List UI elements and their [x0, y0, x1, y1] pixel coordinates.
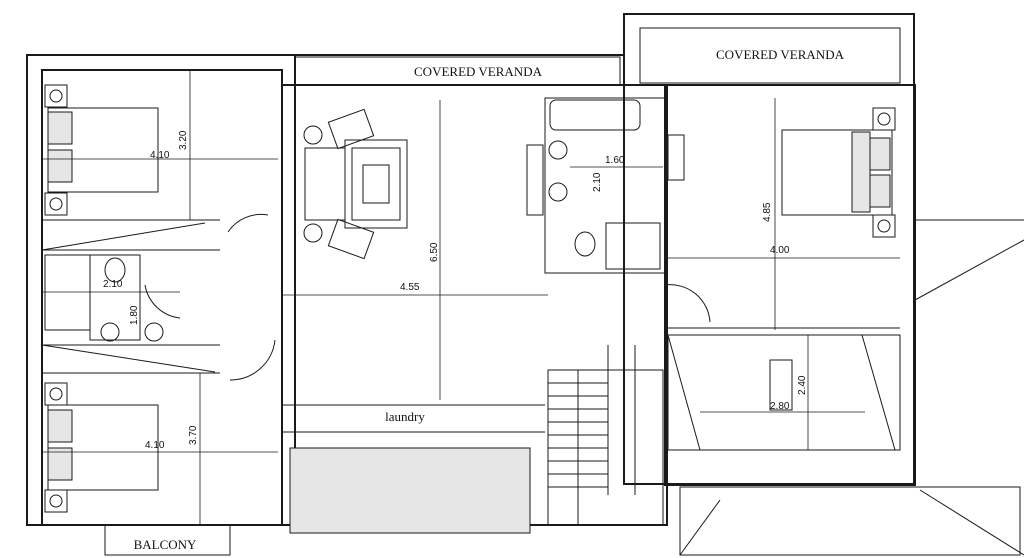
- covered-veranda-left-label: COVERED VERANDA: [414, 64, 543, 79]
- dim-bedroom-bottom-left-width: 4.10: [145, 440, 165, 451]
- dim-bedroom-top-left-depth: 3.20: [178, 130, 189, 150]
- balcony: BALCONY: [104, 524, 231, 556]
- bedroom-right: 4.85 4.00: [664, 98, 900, 330]
- room-lower-right: 2.80 2.40: [667, 334, 901, 451]
- dim-room-lower-right-depth: 2.40: [797, 375, 808, 395]
- living-room: 6.50 4.55 laundry: [282, 100, 548, 433]
- staircase: [547, 345, 664, 526]
- bedroom-bottom-left: 4.10 3.70: [41, 213, 278, 525]
- dim-bedroom-top-left-width: 4.10: [150, 150, 170, 161]
- dim-bath-left-depth: 1.80: [129, 305, 140, 325]
- dim-bath-right-depth: 2.10: [592, 172, 603, 192]
- bathroom-left: 2.10 1.80: [42, 254, 181, 342]
- covered-veranda-right-label: COVERED VERANDA: [716, 47, 845, 62]
- dim-living-depth: 6.50: [429, 242, 440, 262]
- dim-bedroom-right-depth: 4.85: [762, 202, 773, 222]
- balcony-label: BALCONY: [134, 537, 197, 552]
- dim-bath-right-width: 1.60: [605, 155, 625, 166]
- dim-bedroom-right-width: 4.00: [770, 245, 790, 256]
- covered-veranda-left: COVERED VERANDA: [294, 56, 621, 86]
- dim-living-width: 4.55: [400, 282, 420, 293]
- bathroom-right: 1.60 2.10: [526, 97, 685, 274]
- pergola: [289, 447, 531, 534]
- laundry-label: laundry: [385, 409, 425, 424]
- roof-outline: [679, 219, 1024, 556]
- dim-bedroom-bottom-left-depth: 3.70: [188, 425, 199, 445]
- dim-room-lower-right-width: 2.80: [770, 401, 790, 412]
- covered-veranda-right: COVERED VERANDA: [639, 27, 901, 84]
- bedroom-top-left: 4.10 3.20: [41, 70, 278, 251]
- dim-bath-left-width: 2.10: [103, 279, 123, 290]
